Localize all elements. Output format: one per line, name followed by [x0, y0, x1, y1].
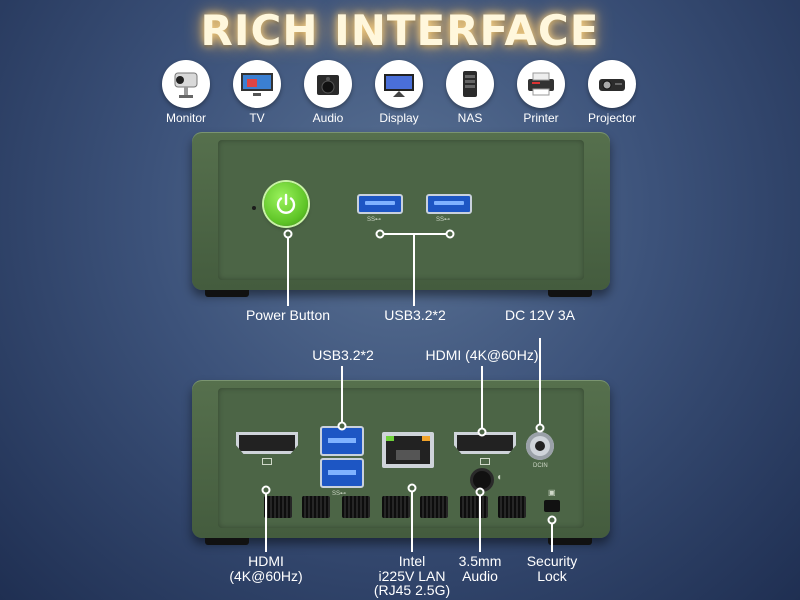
- rear-hdmi-left-port[interactable]: [236, 432, 298, 454]
- rear-lan-port[interactable]: [382, 432, 434, 468]
- rear-foot-left: [205, 538, 249, 545]
- front-foot-right: [548, 290, 592, 297]
- label-line: Security: [526, 553, 578, 569]
- rear-foot-right: [548, 538, 592, 545]
- audio-icon: [317, 75, 339, 95]
- device-display: Display: [375, 60, 423, 125]
- label-line: Audio: [462, 567, 498, 584]
- device-label: Projector: [587, 111, 637, 125]
- lock-icon: ▣: [548, 488, 556, 497]
- audio-label: 3.5mm Audio: [446, 554, 514, 583]
- lan-label: Intel i225V LAN (RJ45 2.5G): [366, 554, 458, 598]
- rear-panel: SS⊷ ◖ DCIN ▣: [192, 380, 610, 538]
- label-line: 3.5mm: [458, 553, 502, 569]
- device-printer: Printer: [517, 60, 565, 125]
- device-nas: NAS: [446, 60, 494, 125]
- vent: [498, 496, 526, 518]
- label-line: HDMI: [248, 553, 284, 569]
- vent: [382, 496, 410, 518]
- projector-icon: [599, 79, 625, 91]
- hdmi-tag: [480, 458, 490, 465]
- rear-usb-port-2[interactable]: [320, 458, 364, 488]
- rear-usb-label: USB3.2*2: [312, 347, 374, 363]
- power-button[interactable]: [264, 182, 308, 226]
- nas-icon: [463, 71, 477, 97]
- monitor-icon: [174, 72, 198, 98]
- device-label: Printer: [523, 111, 559, 125]
- vent: [302, 496, 330, 518]
- hdmi-tag: [262, 458, 272, 465]
- label-line: (4K@60Hz): [229, 567, 303, 584]
- label-line: i225V LAN: [378, 567, 446, 584]
- front-foot-left: [205, 290, 249, 297]
- front-usb-label: USB3.2*2: [384, 307, 446, 323]
- vent: [342, 496, 370, 518]
- device-projector: Projector: [588, 60, 636, 125]
- front-panel: SS⊷ SS⊷: [192, 132, 610, 290]
- device-label: TV: [249, 111, 265, 125]
- usb-tag: SS⊷: [436, 217, 451, 223]
- dcin-tag: DCIN: [533, 463, 548, 469]
- rear-hdmi-right-label: HDMI (4K@60Hz): [425, 347, 539, 363]
- security-lock-label: Security Lock: [516, 554, 588, 583]
- device-audio: Audio: [304, 60, 352, 125]
- rear-usb-port-1[interactable]: [320, 426, 364, 456]
- device-label: Display: [379, 111, 419, 125]
- page-title: RICH INTERFACE: [200, 6, 600, 55]
- display-icon: [384, 74, 414, 97]
- usb-tag: SS⊷: [332, 491, 347, 497]
- label-line: Intel: [398, 553, 426, 569]
- rear-dc-jack[interactable]: [526, 432, 554, 460]
- tv-icon: [241, 73, 273, 96]
- vent: [420, 496, 448, 518]
- dc-label: DC 12V 3A: [504, 307, 576, 323]
- front-usb-port-1[interactable]: [357, 194, 403, 214]
- rear-audio-jack[interactable]: [470, 468, 494, 492]
- rear-hdmi-left-label: HDMI (4K@60Hz): [220, 554, 312, 583]
- device-label: Monitor: [165, 111, 206, 125]
- power-button-label: Power Button: [245, 307, 331, 323]
- ir-sensor: [252, 206, 256, 210]
- label-line: Lock: [537, 567, 567, 584]
- device-label: Audio: [312, 111, 344, 125]
- device-monitor: Monitor: [162, 60, 210, 125]
- label-line: (RJ45 2.5G): [373, 582, 451, 599]
- printer-icon: [528, 72, 554, 96]
- vent: [264, 496, 292, 518]
- vent: [460, 496, 488, 518]
- device-label: NAS: [457, 111, 483, 125]
- usb-tag: SS⊷: [367, 217, 382, 223]
- security-lock-slot[interactable]: [544, 500, 560, 512]
- front-usb-port-2[interactable]: [426, 194, 472, 214]
- device-tv: TV: [233, 60, 281, 125]
- rear-hdmi-right-port[interactable]: [454, 432, 516, 454]
- power-icon: [276, 193, 296, 214]
- headphone-icon: ◖: [496, 472, 503, 483]
